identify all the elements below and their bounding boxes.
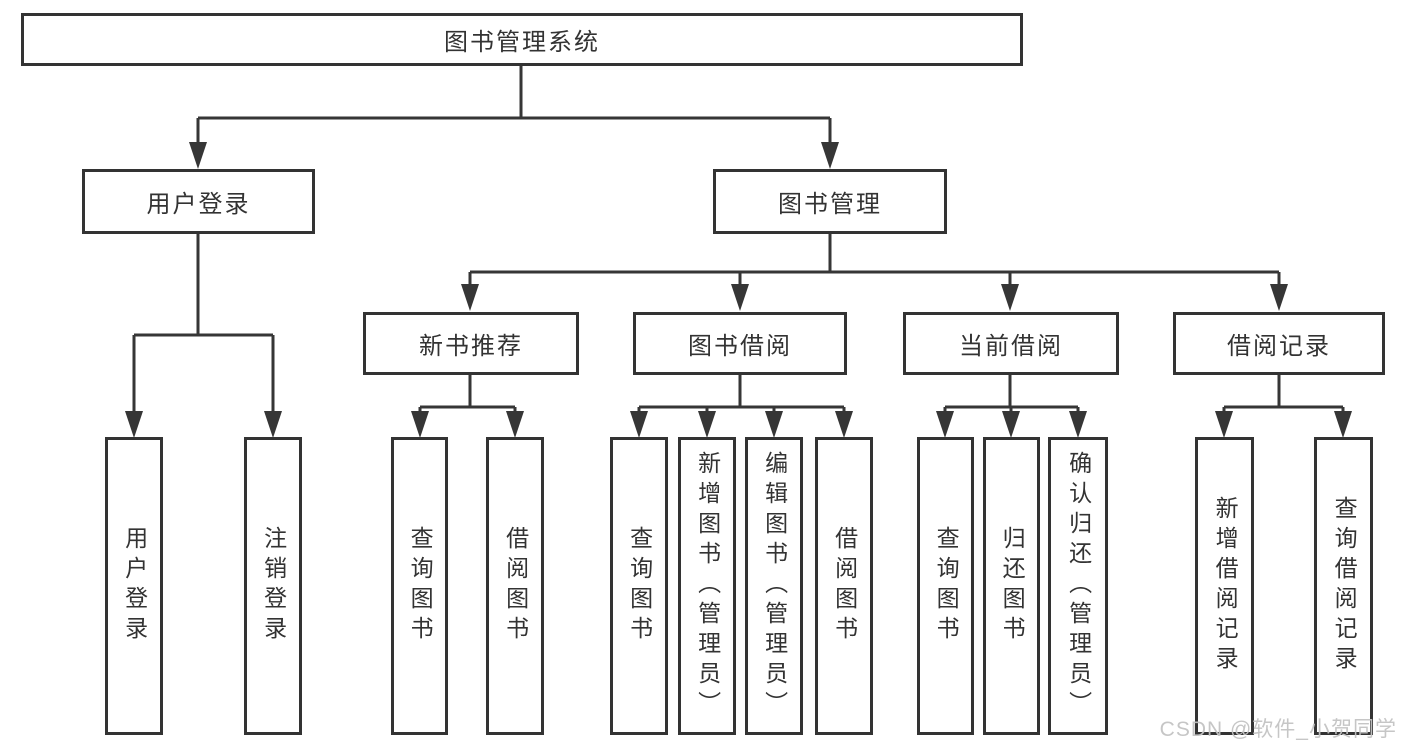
node-borrowing-records: 借阅记录 (1173, 312, 1385, 375)
leaf-user-login-label: 用户登录 (121, 526, 148, 646)
leaf-newrec-query-books: 查询图书 (391, 437, 448, 735)
leaf-records-add-record-label: 新增借阅记录 (1212, 496, 1239, 676)
leaf-current-confirm-return-admin-label: 确认归还（管理员） (1065, 451, 1092, 721)
arrowheads (125, 142, 1352, 438)
node-library-system: 图书管理系统 (21, 13, 1023, 66)
leaf-current-return-books-label: 归还图书 (999, 526, 1026, 646)
leaf-logout-login-label: 注销登录 (260, 526, 287, 646)
leaf-borrow-query-books-label: 查询图书 (626, 526, 653, 646)
watermark: CSDN @软件_小贺同学 (1159, 718, 1397, 741)
leaf-records-add-record: 新增借阅记录 (1195, 437, 1254, 735)
leaf-borrow-edit-books-admin-label: 编辑图书（管理员） (761, 451, 788, 721)
leaf-records-query-record-label: 查询借阅记录 (1331, 496, 1358, 676)
node-user-login: 用户登录 (82, 169, 315, 234)
leaf-current-query-books-label: 查询图书 (933, 526, 960, 646)
leaf-borrow-query-books: 查询图书 (610, 437, 668, 735)
node-book-management: 图书管理 (713, 169, 947, 234)
leaf-borrow-add-books-admin-label: 新增图书（管理员） (694, 451, 721, 721)
node-current-borrowing: 当前借阅 (903, 312, 1119, 375)
leaf-newrec-borrow-books-label: 借阅图书 (502, 526, 529, 646)
leaf-current-confirm-return-admin: 确认归还（管理员） (1048, 437, 1108, 735)
leaf-user-login: 用户登录 (105, 437, 163, 735)
leaf-borrow-edit-books-admin: 编辑图书（管理员） (745, 437, 803, 735)
leaf-borrow-borrow-books-label: 借阅图书 (831, 526, 858, 646)
node-new-book-recommend: 新书推荐 (363, 312, 579, 375)
leaf-current-return-books: 归还图书 (983, 437, 1040, 735)
leaf-borrow-borrow-books: 借阅图书 (815, 437, 873, 735)
node-book-borrowing: 图书借阅 (633, 312, 847, 375)
leaf-logout-login: 注销登录 (244, 437, 302, 735)
leaf-records-query-record: 查询借阅记录 (1314, 437, 1373, 735)
connector-lines (132, 66, 1345, 413)
leaf-current-query-books: 查询图书 (917, 437, 974, 735)
leaf-borrow-add-books-admin: 新增图书（管理员） (678, 437, 736, 735)
leaf-newrec-query-books-label: 查询图书 (407, 526, 434, 646)
leaf-newrec-borrow-books: 借阅图书 (486, 437, 544, 735)
